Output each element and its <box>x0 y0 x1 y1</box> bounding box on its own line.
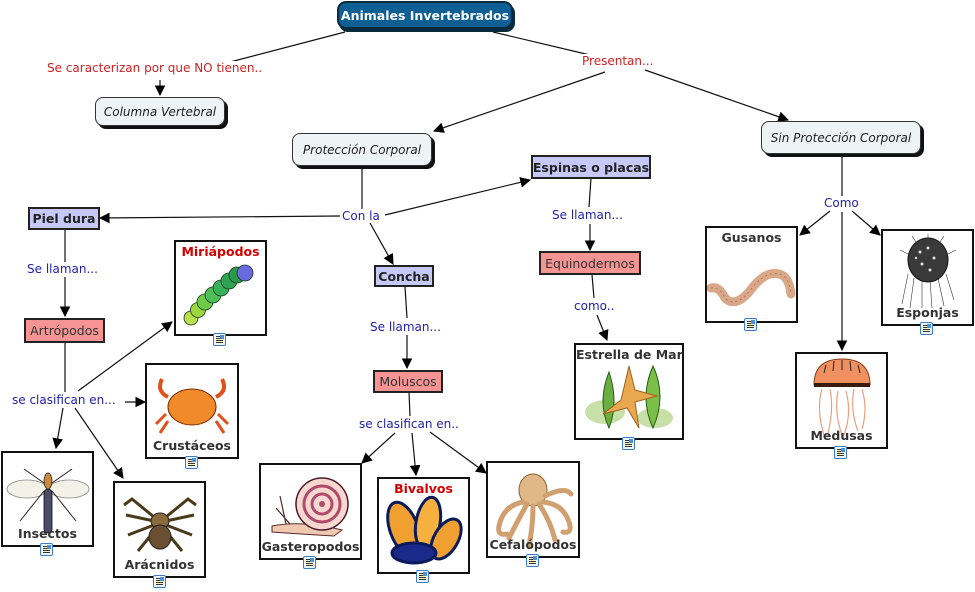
image-node-aracnidos[interactable]: Arácnidos <box>113 481 206 578</box>
octopus-image <box>496 473 574 548</box>
image-node-crustaceos[interactable]: Crustáceos <box>145 363 239 459</box>
image-node-bivalvos[interactable]: Bivalvos <box>377 477 470 574</box>
concept-moluscos[interactable]: Moluscos <box>373 370 443 393</box>
starfish-image <box>585 364 673 430</box>
link-clasifican-insectos <box>52 407 64 450</box>
concept-proteccion-corporal[interactable]: Protección Corporal <box>292 133 432 166</box>
link-conla-espinas <box>384 177 532 216</box>
worm-image <box>706 268 795 306</box>
spider-image <box>122 497 197 552</box>
crab-image <box>154 377 230 434</box>
link-concha-sellaman <box>404 286 408 319</box>
link-label-se-llaman-concha: Se llaman... <box>369 320 442 334</box>
link-clasifican-gastero <box>361 432 396 464</box>
resource-icon[interactable] <box>303 556 316 569</box>
link-moluscos-clasifican <box>408 391 411 417</box>
link-equino-como <box>591 274 595 299</box>
resource-icon[interactable] <box>416 570 429 583</box>
link-label-como-equinodermos: como.. <box>573 299 616 313</box>
link-presentan-proteccion <box>432 71 606 133</box>
image-node-title: Esponjas <box>896 305 959 320</box>
link-label-con-la: Con la <box>341 209 381 223</box>
resource-icon[interactable] <box>920 322 933 335</box>
image-node-title: Cefalópodos <box>489 537 577 552</box>
link-clasifican-bivalvos <box>409 432 421 477</box>
image-node-miriapodos[interactable]: Miriápodos <box>174 240 267 336</box>
link-label-clasifican-artropodos: se clasifican en... <box>11 393 117 407</box>
resource-icon[interactable] <box>40 543 53 556</box>
link-label-se-llaman-espinas: Se llaman... <box>551 208 624 222</box>
resource-icon[interactable] <box>153 575 166 588</box>
image-node-gusanos[interactable]: Gusanos <box>705 226 798 323</box>
image-node-title: Miriápodos <box>181 244 260 259</box>
concept-equinodermos[interactable]: Equinodermos <box>539 251 641 275</box>
concept-artropodos[interactable]: Artrópodos <box>24 318 105 343</box>
snail-image <box>271 477 349 537</box>
link-clasifican-miria <box>77 321 173 392</box>
millipede-image <box>183 264 253 326</box>
concept-concha[interactable]: Concha <box>374 265 434 287</box>
link-label-caracterizan: Se caracterizan por que NO tienen.. <box>46 61 264 75</box>
link-label-presentan: Presentan... <box>581 54 655 68</box>
resource-icon[interactable] <box>834 446 847 459</box>
link-presentan-sin <box>644 69 790 122</box>
image-node-gasteropodos[interactable]: Gasteropodos <box>259 463 362 560</box>
image-node-esponjas[interactable]: Esponjas <box>881 229 974 326</box>
jellyfish-image <box>812 358 871 435</box>
link-como-esponjas <box>851 210 881 236</box>
sponge-image <box>899 233 956 308</box>
image-node-title: Insectos <box>18 526 77 541</box>
image-node-title: Medusas <box>810 428 873 443</box>
link-label-clasifican-moluscos: se clasifican en.. <box>358 417 460 431</box>
link-como-gusanos <box>799 210 831 236</box>
image-node-title: Gasteropodos <box>261 539 360 554</box>
concept-animales-invertebrados[interactable]: Animales Invertebrados <box>337 1 513 29</box>
link-espinas-sellaman <box>588 177 592 208</box>
concept-sin-proteccion-corporal[interactable]: Sin Protección Corporal <box>761 121 921 154</box>
image-node-insectos[interactable]: Insectos <box>1 451 94 547</box>
link-label-como-sin: Como <box>823 196 860 210</box>
image-node-title: Arácnidos <box>124 557 195 572</box>
link-label-se-llaman-piel: Se llaman... <box>26 262 99 276</box>
link-conla-piel <box>98 212 341 224</box>
link-como-estrella <box>596 314 609 342</box>
resource-icon[interactable] <box>622 437 635 450</box>
link-clasifican-aracnidos <box>74 407 124 479</box>
image-node-medusas[interactable]: Medusas <box>795 352 888 449</box>
mussels-image <box>385 495 463 565</box>
link-root-presentan <box>492 31 591 56</box>
concept-piel-dura[interactable]: Piel dura <box>28 207 100 230</box>
resource-icon[interactable] <box>213 333 226 346</box>
concept-espinas-o-placas[interactable]: Espinas o placas <box>531 155 651 179</box>
image-node-title: Gusanos <box>721 230 782 245</box>
link-conla-concha <box>369 222 394 265</box>
image-node-estrella-de-mar[interactable]: Estrella de Mar <box>574 343 684 440</box>
image-node-title: Estrella de Mar <box>576 347 683 362</box>
mosquito-image <box>6 468 89 534</box>
image-node-title: Bivalvos <box>394 481 453 496</box>
link-clasifican-cefalo <box>429 431 487 474</box>
image-node-title: Crustáceos <box>152 438 231 453</box>
resource-icon[interactable] <box>744 318 757 331</box>
resource-icon[interactable] <box>185 456 198 469</box>
link-root-caracterizan <box>229 31 346 63</box>
image-node-cefalopodos[interactable]: Cefalópodos <box>486 461 580 558</box>
concept-columna-vertebral[interactable]: Columna Vertebral <box>95 97 225 126</box>
resource-icon[interactable] <box>526 554 539 567</box>
